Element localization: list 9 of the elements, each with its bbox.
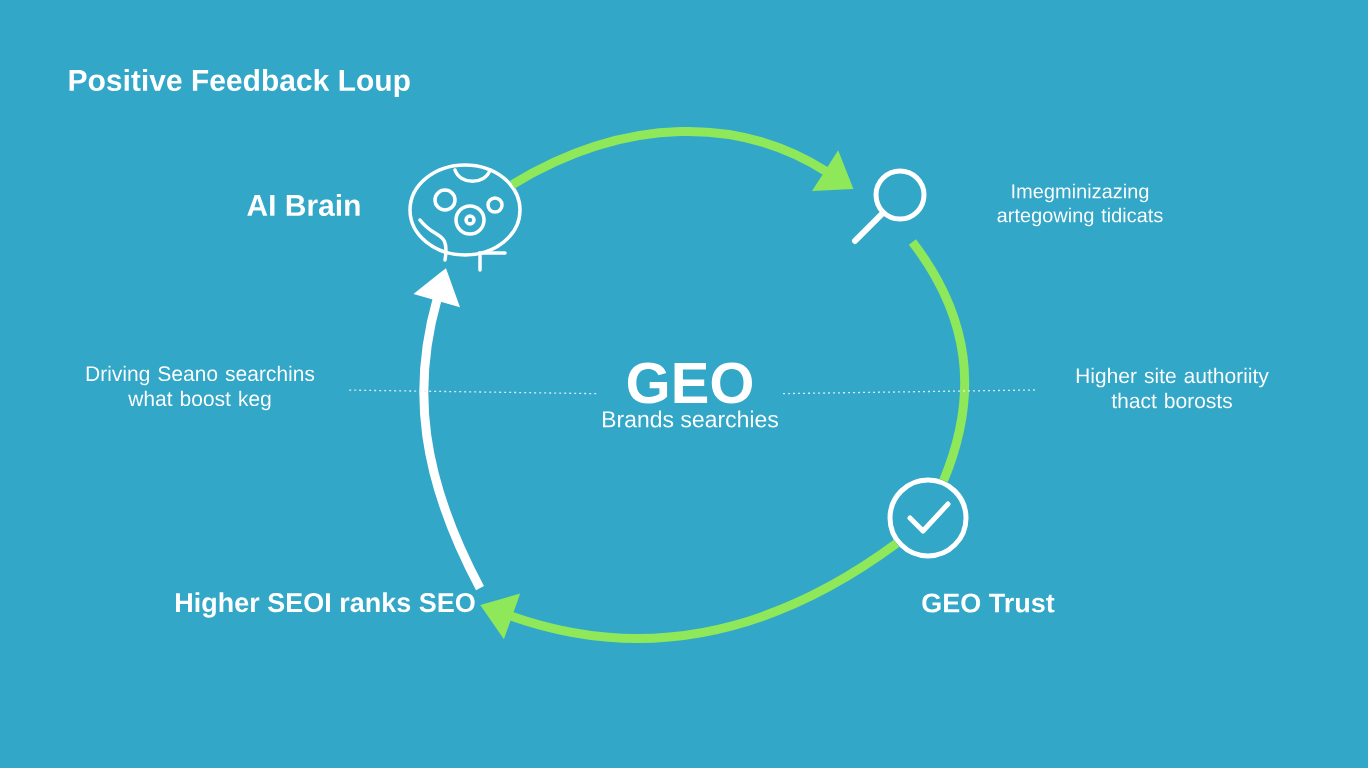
step-label: Higher SEOI ranks SEO: [176, 592, 475, 618]
side-note: Higher site authoriity thact borosts: [1076, 367, 1269, 409]
title: Positive Feedback Loup: [69, 69, 410, 97]
icon-caption: AI Brain: [247, 193, 360, 216]
dotted-line: [348, 389, 598, 395]
icon-caption: Imegminizazing artegowing tidicats: [997, 183, 1163, 227]
side-note: Driving Seano searchins what boost keg: [86, 365, 315, 411]
center-label: GEO Brands searchies: [603, 362, 778, 428]
icon-caption: GEO Trust: [922, 593, 1055, 613]
